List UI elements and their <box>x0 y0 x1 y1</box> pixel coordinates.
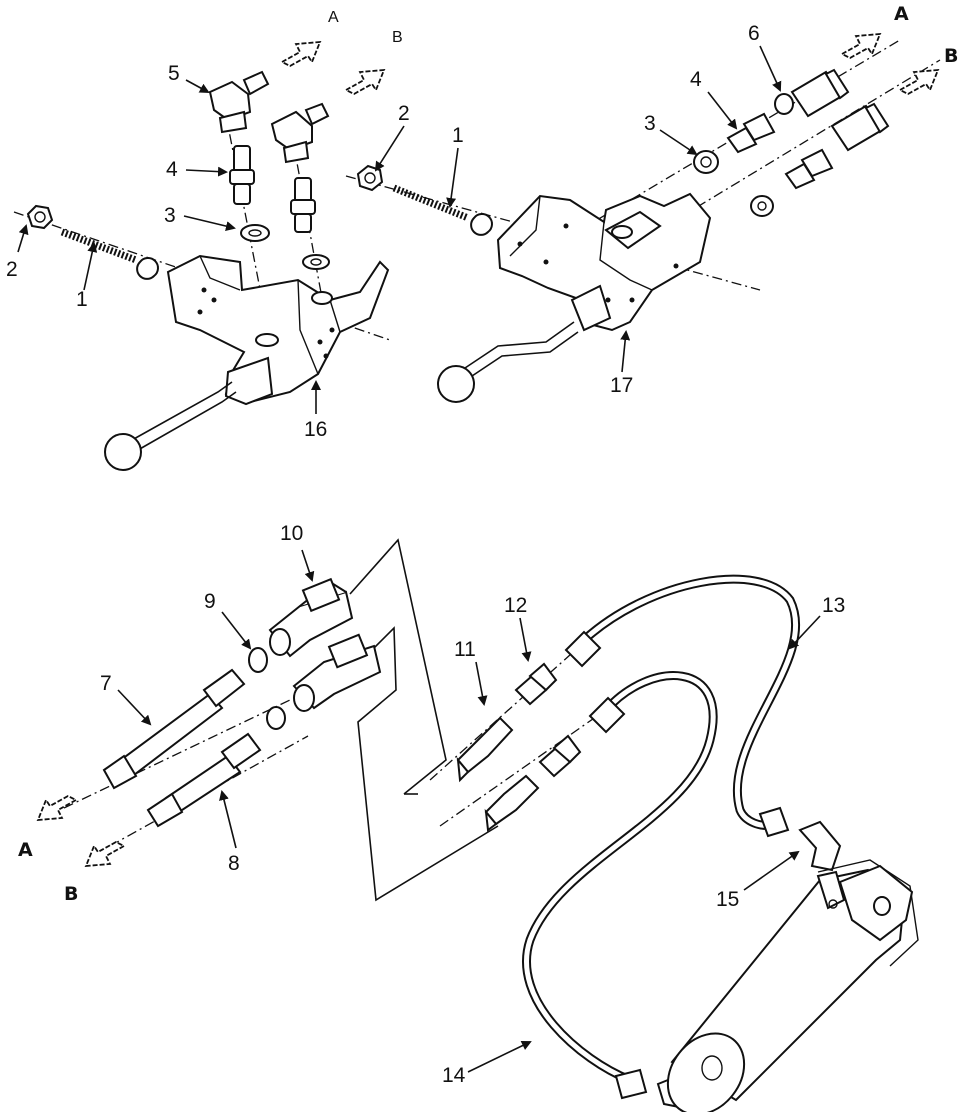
callout-6: 6 <box>748 22 760 45</box>
adapter-hose-7 <box>102 668 246 790</box>
hose-13 <box>564 574 801 838</box>
elbow-fitting-15 <box>798 820 842 872</box>
tie-bolt-1-left <box>60 228 138 264</box>
nut-2-left <box>26 204 54 230</box>
port-label-a: A <box>328 9 339 26</box>
adapter-12 <box>514 662 558 706</box>
port-label-b: B <box>392 29 403 46</box>
callout-5: 5 <box>168 62 180 85</box>
quick-coupler-10b <box>292 633 382 712</box>
o-ring-9b <box>266 706 286 730</box>
port-label-a: A <box>18 839 33 861</box>
control-handle-16 <box>104 381 237 471</box>
adapter-12b <box>538 734 582 778</box>
flow-arrow-a-bottom <box>36 794 78 822</box>
callout-13: 13 <box>822 594 845 617</box>
nut-2-right <box>356 164 384 192</box>
flow-arrow-a-top-left <box>280 40 322 68</box>
adapter-hose-8 <box>146 732 262 828</box>
port-label-a: A <box>894 3 909 25</box>
hydraulic-cylinder <box>666 859 919 1112</box>
adapter-4b-left <box>290 177 316 233</box>
adapter-4b-right <box>784 148 834 190</box>
control-handle-17 <box>437 321 579 403</box>
flow-arrow-a-top-right <box>840 32 882 60</box>
quick-coupler-10 <box>268 577 354 658</box>
callout-10: 10 <box>280 522 303 545</box>
o-ring-3-right <box>693 150 719 174</box>
o-ring-6 <box>774 93 794 115</box>
connector-6 <box>790 68 850 118</box>
callout-14: 14 <box>442 1064 466 1087</box>
adapter-4-right <box>726 112 776 154</box>
fitting-11b <box>484 774 540 832</box>
flow-arrow-b-bottom <box>84 840 126 868</box>
port-label-b: B <box>64 883 78 905</box>
callout-4: 4 <box>690 68 702 91</box>
elbow-fitting-5 <box>208 70 270 134</box>
tie-bolt-1-right <box>392 184 470 222</box>
callout-17: 17 <box>610 374 633 397</box>
callout-3: 3 <box>164 204 176 227</box>
o-ring-3b-left <box>302 254 330 270</box>
elbow-fitting-5b <box>270 102 330 164</box>
valve-assembly-17: A B 2 1 3 4 6 17 <box>345 3 958 403</box>
lock-washer-left <box>136 257 159 280</box>
o-ring-9 <box>248 647 268 673</box>
callout-8: 8 <box>228 852 240 875</box>
flow-arrow-b-top-left <box>344 68 386 96</box>
fitting-11 <box>456 716 514 783</box>
callout-15: 15 <box>716 888 739 911</box>
hose-14 <box>522 671 718 1100</box>
control-valve-body-16 <box>166 254 390 406</box>
control-valve-body-17 <box>496 192 712 332</box>
lock-washer-right <box>470 213 493 236</box>
callout-2: 2 <box>6 258 18 281</box>
callout-2: 2 <box>398 102 410 125</box>
callout-1: 1 <box>452 124 464 147</box>
valve-assembly-16: A B 5 4 3 2 1 16 <box>6 9 403 471</box>
o-ring-3b-right <box>750 195 774 217</box>
callout-16: 16 <box>304 418 327 441</box>
callout-1: 1 <box>76 288 88 311</box>
flow-arrow-b-top-right <box>898 68 940 96</box>
callout-7: 7 <box>100 672 112 695</box>
o-ring-3-left <box>240 224 270 242</box>
adapter-4-left <box>229 145 255 205</box>
callout-9: 9 <box>204 590 216 613</box>
callout-11: 11 <box>454 638 476 661</box>
coupler-and-hose-assembly: A B <box>18 522 919 1112</box>
connector-6b <box>830 102 890 152</box>
port-label-b: B <box>944 45 958 67</box>
callout-12: 12 <box>504 594 527 617</box>
callout-3: 3 <box>644 112 656 135</box>
callout-4: 4 <box>166 158 178 181</box>
